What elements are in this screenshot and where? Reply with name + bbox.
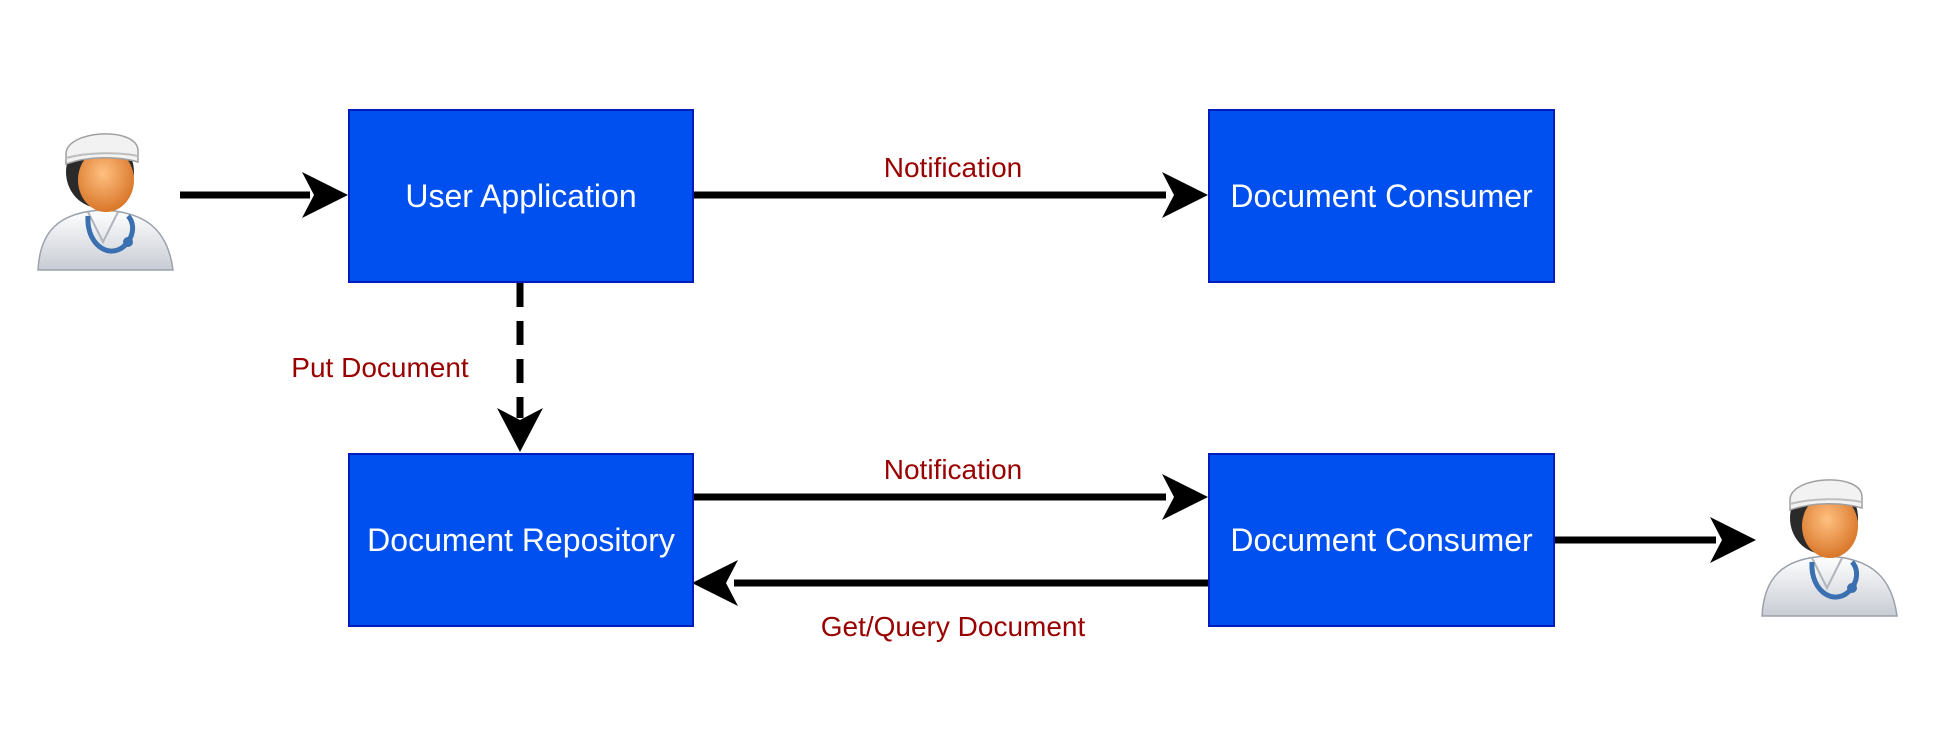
user-application-node: User Application [348, 109, 694, 283]
notification-bottom-label: Notification [883, 454, 1023, 485]
edge-notification-bottom [692, 474, 1208, 520]
edge-get-query-document [692, 560, 1208, 606]
doctor-icon-left [37, 133, 174, 271]
doctor-icon-right [1761, 479, 1898, 617]
notification-top-label: Notification [883, 152, 1023, 183]
put-document-label: Put Document [291, 352, 469, 383]
document-repository-label: Document Repository [367, 521, 675, 558]
edge-actor-to-user-application [180, 172, 348, 218]
document-repository-node: Document Repository [348, 453, 694, 627]
edge-notification-top [692, 172, 1208, 218]
document-consumer-bottom-node: Document Consumer [1208, 453, 1555, 627]
document-consumer-top-node: Document Consumer [1208, 109, 1555, 283]
document-consumer-bottom-label: Document Consumer [1230, 521, 1533, 558]
document-consumer-top-label: Document Consumer [1230, 177, 1533, 214]
get-query-document-label: Get/Query Document [820, 611, 1086, 642]
edge-put-document [497, 283, 543, 452]
user-application-label: User Application [405, 177, 637, 214]
edge-consumer-to-actor [1554, 517, 1756, 563]
